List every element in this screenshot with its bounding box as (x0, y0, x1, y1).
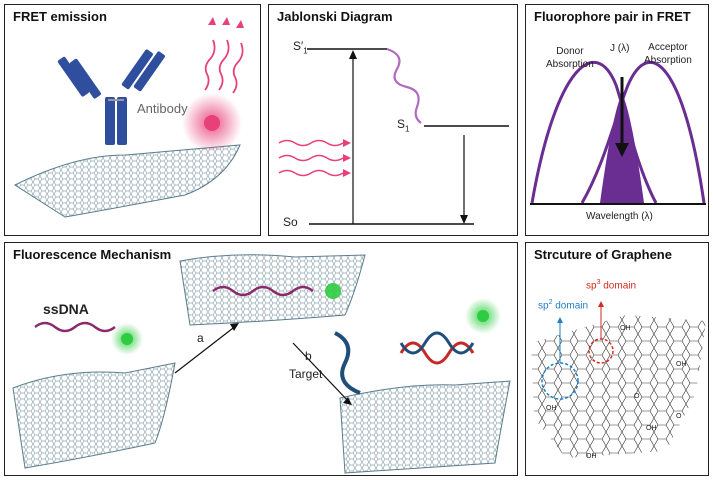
arrow-a (174, 324, 238, 374)
sp2-domain-label: sp2 domain (538, 299, 589, 312)
overlap-integral-label: J (λ) (610, 43, 630, 54)
graphene-lattice (531, 301, 706, 458)
panel-title: Strcuture of Graphene (534, 247, 672, 262)
emission-arrows (204, 39, 244, 94)
panel-fluorescence-mechanism: Fluorescence Mechanism ssDNA a b Target (4, 242, 518, 476)
s1-label: S1 (397, 117, 410, 134)
panel-title: FRET emission (13, 9, 107, 24)
antibody-label: Antibody (137, 101, 188, 116)
s1-prime-label: S′1 (293, 39, 308, 56)
double-helix (399, 331, 475, 365)
spectral-overlap-plot (530, 60, 706, 205)
arrow-b (292, 342, 351, 404)
antibody-icon (57, 49, 165, 145)
sp2-domain-circle (541, 362, 579, 400)
s0-label: So (283, 215, 298, 229)
oh-label: OH (676, 361, 687, 368)
oh-label: OH (620, 325, 631, 332)
sp3-domain-label: sp3 domain (586, 279, 637, 292)
adsorbed-ssdna (212, 285, 314, 297)
fret-emission-illustration (13, 17, 244, 218)
target-label: Target (289, 367, 323, 381)
panel-title: Fluorescence Mechanism (13, 247, 172, 262)
mechanism-illustration (12, 254, 511, 474)
panel-graphene-structure: Strcuture of Graphene sp3 domain sp2 dom… (525, 242, 709, 476)
panel-fret-emission: FRET emission Antibody (4, 4, 261, 236)
oh-label: OH (646, 425, 657, 432)
ssdna-label: ssDNA (43, 301, 89, 317)
acceptor-curve (580, 60, 706, 204)
x-axis-label: Wavelength (λ) (586, 211, 653, 222)
ssdna-strand (34, 321, 116, 333)
step-a-label: a (197, 331, 204, 345)
panel-jablonski: Jablonski Diagram S′1 S1 So (268, 4, 518, 236)
panel-title: Jablonski Diagram (277, 9, 393, 24)
o-label: O (634, 393, 640, 400)
graphene-sheet-bottom (339, 380, 511, 474)
oh-label: OH (586, 453, 597, 460)
step-b-label: b (305, 349, 312, 363)
excitation-arrows (278, 139, 344, 177)
jablonski-diagram (278, 47, 509, 225)
oh-label: OH (546, 405, 557, 412)
o-label: O (676, 413, 682, 420)
donor-curve (530, 60, 658, 204)
graphene-sheet (13, 144, 241, 218)
relaxation-wave (386, 47, 422, 124)
graphene-sheet-left (12, 362, 176, 469)
panel-title: Fluorophore pair in FRET (534, 9, 691, 24)
target-strand (334, 331, 361, 395)
